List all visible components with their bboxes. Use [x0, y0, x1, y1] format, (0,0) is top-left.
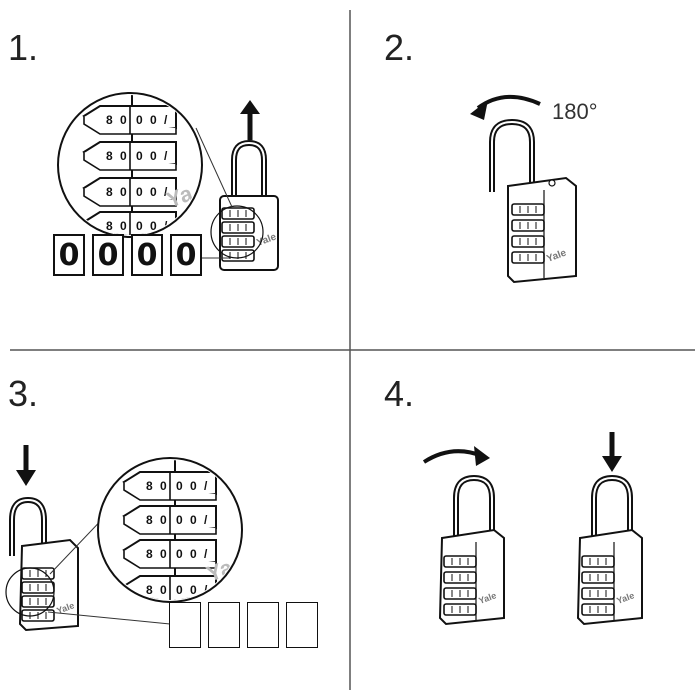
focus-circle-3 [5, 567, 55, 617]
code-digit-box: 0 [170, 234, 202, 276]
padlock-right: Yale [576, 528, 643, 626]
step-4-number: 4. [384, 373, 415, 414]
padlock-open: Yale [507, 176, 577, 284]
padlock-left: Yale [438, 528, 505, 626]
magnified-dial-view: Ya [57, 92, 203, 238]
step-1-number: 1. [8, 27, 39, 68]
code-digit-box: 0 [92, 234, 124, 276]
empty-code-box [286, 602, 318, 648]
down-arrow-icon [16, 445, 36, 486]
panel-4-illustration: Yale Yale [422, 432, 643, 626]
rotate-arrow-icon [470, 94, 541, 120]
down-arrow-icon-4 [602, 432, 622, 472]
focus-circle [210, 205, 264, 259]
rotation-label: 180° [552, 99, 598, 124]
panel-2-illustration: Yale [470, 94, 577, 284]
code-digit-box: 0 [53, 234, 85, 276]
rotate-back-arrow-icon [422, 446, 490, 466]
empty-code-box [169, 602, 201, 648]
code-digit-box: 0 [131, 234, 163, 276]
panel-1-illustration: Yale Ya [57, 92, 279, 271]
panel-3-illustration: Yale Ya [5, 445, 243, 632]
step-3-number: 3. [8, 373, 39, 414]
empty-code-box [247, 602, 279, 648]
step-2-number: 2. [384, 27, 415, 68]
empty-code-box [208, 602, 240, 648]
padlock-open-small: Yale [18, 538, 79, 632]
magnified-dial-view-3: Ya [97, 457, 243, 603]
open-shackle [489, 118, 535, 192]
up-arrow-icon [240, 100, 260, 140]
padlock-closed: Yale [219, 139, 279, 271]
